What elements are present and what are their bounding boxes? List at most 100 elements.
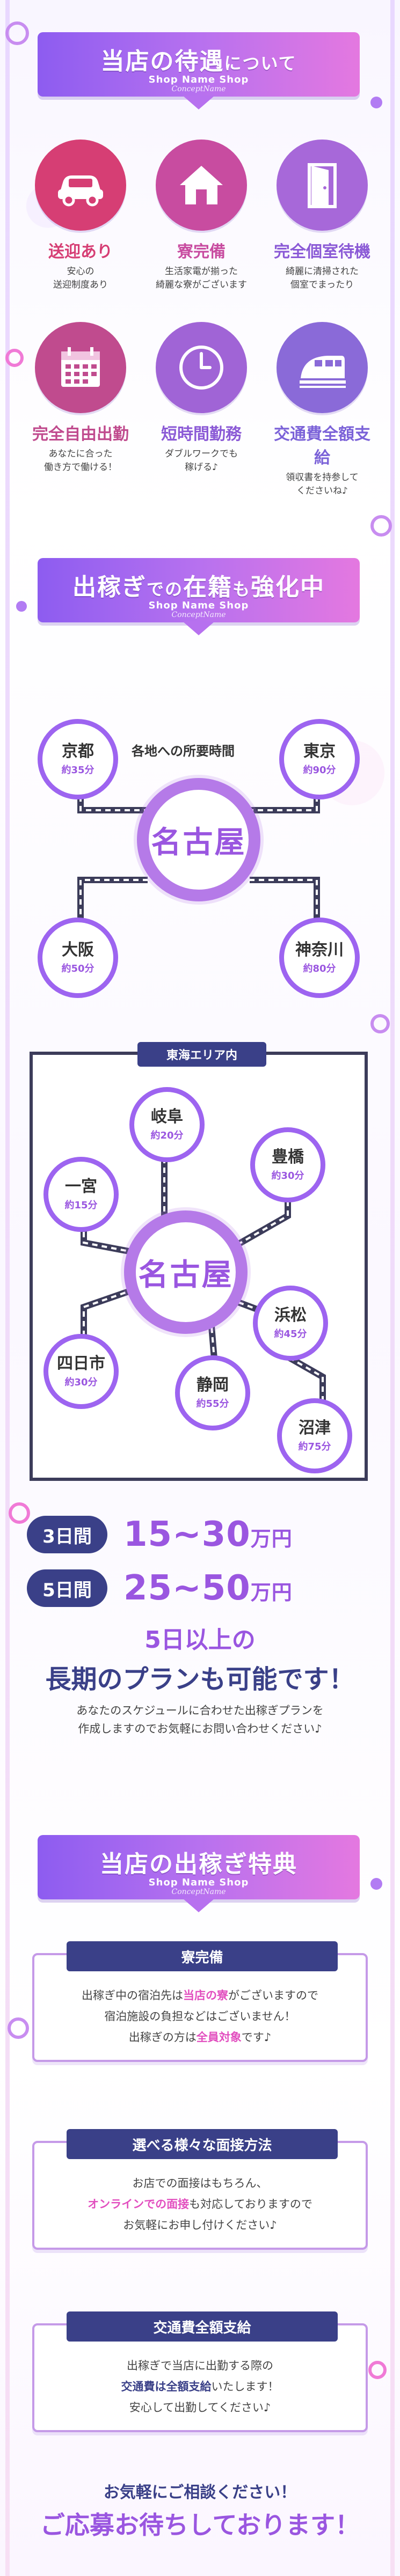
benefit-line: 安心して出勤してください♪ <box>129 2401 271 2414</box>
treatment-header: 当店の待遇について Shop Name Shop ConceptName <box>38 32 360 109</box>
treatment-desc: あなたに合った働き方で働ける！ <box>44 449 117 473</box>
station-name: 一宮 <box>65 1177 97 1196</box>
price-unit: 万円 <box>250 1527 293 1551</box>
long-term-line1: 5日以上の <box>144 1626 256 1654</box>
decor-ring <box>370 515 392 537</box>
long-term-line2: 長期のプランも可能です！ <box>45 1664 355 1694</box>
treatment-desc: ダブルワークでも稼げる♪ <box>165 449 238 473</box>
decor-ring <box>368 2361 387 2379</box>
header-banner <box>38 32 360 109</box>
title-part: も <box>232 579 251 599</box>
long-term-plan: 5日以上の 長期のプランも可能です！ あなたのスケジュールに合わせた出稼ぎプラン… <box>21 1620 379 1738</box>
price-value: 15~30万円 <box>123 1515 293 1554</box>
section-subtitle: Shop Name Shop <box>148 1877 249 1888</box>
station-time: 約35分 <box>61 764 94 776</box>
benefit-card-interview: 選べる様々な面接方法 お店での面接はもちろん、 オンラインでの面接も対応しており… <box>32 2129 368 2250</box>
station-name: 神奈川 <box>295 940 344 959</box>
benefit-line: オンラインでの面接も対応しておりますので <box>88 2197 312 2211</box>
long-term-desc: あなたのスケジュールに合わせた出稼ぎプランを 作成しますのでお気軽にお問い合わせ… <box>21 1702 379 1738</box>
decor-dot <box>370 97 382 108</box>
title-part: 出稼ぎ <box>72 574 147 601</box>
treatment-title: 短時間勤務 <box>161 425 242 444</box>
tokai-area-map: 東海エリア内 名古屋 <box>30 1042 368 1481</box>
benefit-line: 交通費は全額支給いたします！ <box>121 2380 279 2393</box>
station-time: 約75分 <box>298 1441 331 1452</box>
title-part: での <box>146 579 183 599</box>
map-label: 各地への所要時間 <box>132 744 235 759</box>
benefit-line: 出稼ぎで当店に出勤する際の <box>127 2359 273 2372</box>
station-name: 浜松 <box>274 1305 307 1325</box>
closing-line2: ご応募お待ちしております！ <box>40 2511 360 2540</box>
treatment-item: 寮完備 生活家電が揃った綺麗な寮がございます <box>148 140 255 291</box>
center-station: 名古屋 <box>137 778 260 901</box>
station: 神奈川 約80分 <box>279 918 360 998</box>
treatment-title: 完全個室待機 <box>274 243 370 261</box>
station: 大阪 約50分 <box>38 918 118 998</box>
station: 一宮 約15分 <box>43 1157 119 1232</box>
treatment-circle <box>277 140 368 231</box>
station-time: 約30分 <box>64 1376 98 1388</box>
treatment-title: 完全自由出勤 <box>32 425 129 444</box>
left-frame-line <box>5 0 10 2576</box>
center-station: 名古屋 <box>124 1210 248 1334</box>
benefit-line: 出稼ぎ中の宿泊先は当店の寮がございますので <box>82 1989 318 2002</box>
right-frame-line <box>390 0 395 2576</box>
station-name: 沼津 <box>299 1418 331 1437</box>
station-name: 東京 <box>303 742 336 761</box>
station-name: 名古屋 <box>151 825 246 860</box>
treatment-circle <box>277 322 368 413</box>
treatment-circle <box>156 140 247 231</box>
price-amount: 15~30 <box>123 1515 251 1554</box>
treatment-circle <box>35 322 126 413</box>
section-subtitle: Shop Name Shop <box>148 74 249 85</box>
station: 東京 約90分 <box>279 719 360 799</box>
benefit-line: 宿泊施設の負担などはございません！ <box>104 2009 296 2023</box>
station-time: 約55分 <box>196 1398 229 1410</box>
station-time: 約80分 <box>303 963 336 974</box>
station: 岐阜 約20分 <box>129 1087 205 1162</box>
section-script: ConceptName <box>171 611 226 619</box>
car-icon <box>58 175 103 207</box>
station-name: 岐阜 <box>151 1107 183 1126</box>
price-days-tag: 5日間 <box>27 1569 107 1607</box>
travel-time-map: 各地への所要時間 名古屋 京都 約35分 東京 約90分 大阪 約50分 神奈川… <box>30 708 368 1009</box>
station: 京都 約35分 <box>38 719 118 799</box>
station: 浜松 約45分 <box>253 1286 328 1361</box>
closing-message: お気軽にご相談ください！ ご応募お待ちしております！ <box>21 2479 379 2541</box>
station: 沼津 約75分 <box>277 1398 352 1473</box>
price-unit: 万円 <box>250 1581 293 1604</box>
station-time: 約20分 <box>150 1129 184 1141</box>
closing-line1: お気軽にご相談ください！ <box>103 2483 297 2502</box>
decor-ring <box>9 1502 30 1524</box>
title-part: 強化中 <box>251 574 325 601</box>
treatment-title: 送迎あり <box>48 243 113 261</box>
benefits-header: 当店の出稼ぎ特典 Shop Name Shop ConceptName <box>38 1835 360 1912</box>
title-main: 当店の待遇 <box>100 48 224 75</box>
tokai-tab: 東海エリア内 <box>137 1042 266 1067</box>
benefit-line: お店での面接はもちろん、 <box>132 2177 268 2190</box>
header-banner <box>38 1835 360 1912</box>
treatment-circle <box>156 322 247 413</box>
decor-dot <box>16 601 27 612</box>
benefit-heading: 選べる様々な面接方法 <box>67 2129 338 2159</box>
price-amount: 25~50 <box>123 1568 251 1608</box>
treatment-item: 短時間勤務 ダブルワークでも稼げる♪ <box>148 322 255 474</box>
treatment-item: 送迎あり 安心の送迎制度あり <box>27 140 134 291</box>
title-small: について <box>224 53 297 74</box>
station-time: 約30分 <box>271 1170 304 1181</box>
title-part: 在籍 <box>183 574 232 601</box>
station-name: 名古屋 <box>138 1257 234 1293</box>
decor-dot <box>370 1878 382 1890</box>
train-icon <box>300 356 346 388</box>
benefit-card-dorm: 寮完備 出稼ぎ中の宿泊先は当店の寮がございますので 宿泊施設の負担などはございま… <box>32 1941 368 2062</box>
station-name: 大阪 <box>62 940 94 959</box>
door-icon <box>308 163 337 208</box>
clock-icon <box>179 346 223 390</box>
station: 四日市 約30分 <box>43 1334 119 1409</box>
treatment-item: 完全自由出勤 あなたに合った働き方で働ける！ <box>27 322 134 474</box>
section-subtitle: Shop Name Shop <box>148 600 249 611</box>
section-title: 当店の待遇について <box>38 42 360 76</box>
benefit-heading: 交通費全額支給 <box>67 2311 338 2342</box>
header-banner <box>38 558 360 635</box>
